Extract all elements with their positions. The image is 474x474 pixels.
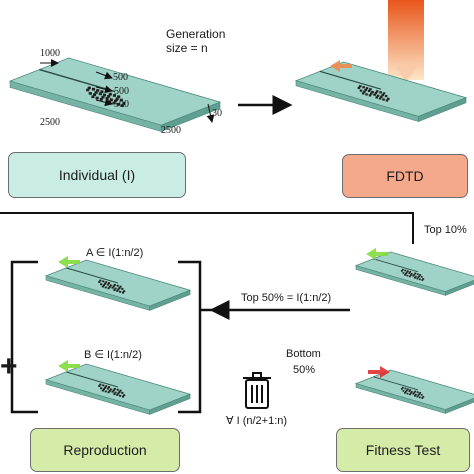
fdtd-box: FDTD bbox=[342, 154, 468, 198]
generation-label-line1: Generation bbox=[166, 27, 226, 41]
slab-parent-b-pixel-region bbox=[98, 383, 126, 398]
fdtd-output-arrow-icon bbox=[330, 60, 352, 72]
loop-line bbox=[0, 212, 414, 244]
bottom50-output-arrow-icon bbox=[368, 366, 390, 378]
slab-individual-pixel-region bbox=[86, 86, 126, 107]
dim-500-a: 500 bbox=[113, 72, 128, 83]
dim-500-b: 500 bbox=[114, 86, 129, 97]
bottom50-label-line2: 50% bbox=[293, 364, 316, 376]
individual-box: Individual (I) bbox=[8, 152, 186, 198]
top50-label: Top 50% = I(1:n/2) bbox=[241, 292, 332, 304]
top10-label: Top 10% bbox=[424, 224, 467, 236]
dim-2500-b: 2500 bbox=[161, 125, 181, 136]
top10-output-arrow-icon bbox=[366, 248, 388, 260]
slab-top10 bbox=[354, 251, 474, 296]
dim-2500-a: 2500 bbox=[40, 117, 60, 128]
generation-label-line2: size = n bbox=[166, 41, 208, 55]
dim-30: 30 bbox=[212, 108, 222, 119]
dim-500-c: 500 bbox=[114, 99, 129, 110]
parent-a-label: A ∈ I(1:n/2) bbox=[86, 247, 144, 259]
slab-top10-pixel-region bbox=[400, 268, 425, 281]
individual-label: Individual (I) bbox=[58, 167, 136, 183]
parent-a-output-arrow-icon bbox=[58, 256, 80, 268]
reproduction-label: Reproduction bbox=[63, 442, 147, 458]
bottom50-label-line1: Bottom bbox=[286, 348, 321, 360]
reproduction-box: Reproduction bbox=[30, 428, 180, 472]
right-bracket bbox=[178, 260, 202, 414]
slab-parent-a bbox=[44, 259, 192, 311]
plus-sign: + bbox=[0, 350, 18, 383]
slab-bottom50-pixel-region bbox=[400, 386, 425, 399]
fdtd-beam-tip bbox=[392, 62, 420, 82]
parent-b-output-arrow-icon bbox=[58, 360, 80, 372]
dim-1000: 1000 bbox=[40, 48, 60, 59]
slab-fdtd-pixel-region bbox=[357, 85, 390, 102]
fdtd-label: FDTD bbox=[386, 168, 424, 184]
trash-icon bbox=[243, 372, 271, 409]
fitness-box: Fitness Test bbox=[336, 428, 470, 472]
slab-individual bbox=[8, 57, 222, 132]
parent-b-label: B ∈ I(1:n/2) bbox=[84, 349, 142, 361]
dimension-lines bbox=[40, 59, 215, 123]
slab-bottom50 bbox=[354, 369, 474, 414]
fitness-label: Fitness Test bbox=[365, 442, 441, 458]
slab-parent-a-pixel-region bbox=[98, 279, 126, 294]
slab-fdtd bbox=[294, 61, 468, 122]
slab-parent-b bbox=[44, 363, 192, 415]
left-bracket bbox=[10, 260, 38, 414]
forall-label: ∀ I (n/2+1:n) bbox=[226, 415, 288, 427]
